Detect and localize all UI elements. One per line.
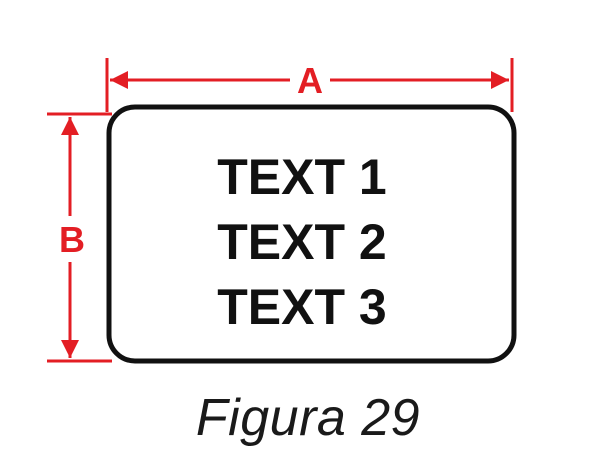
dimension-label-b: B — [59, 219, 85, 260]
label-text-line-1: TEXT 1 — [217, 149, 386, 205]
label-text-line-2: TEXT 2 — [217, 214, 386, 270]
dimension-label-a: A — [297, 60, 323, 101]
label-text-line-3: TEXT 3 — [217, 279, 386, 335]
dimension-b: B — [47, 112, 112, 363]
label-outline — [106, 104, 517, 364]
dimension-a: A — [105, 58, 514, 112]
figure-caption: Figura 29 — [195, 389, 421, 447]
